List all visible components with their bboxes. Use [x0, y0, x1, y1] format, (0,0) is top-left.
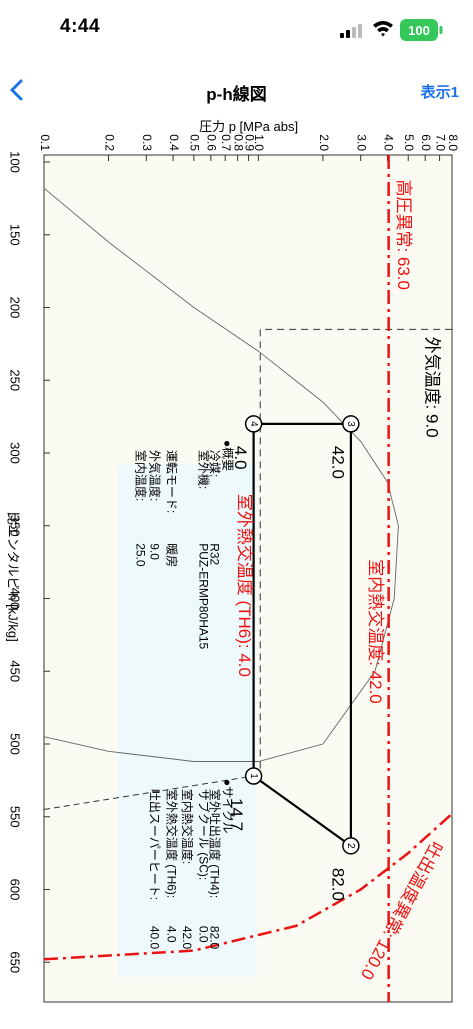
subcool-extension-line — [43, 775, 254, 810]
overview-value: R32 — [208, 543, 222, 565]
cycle-point-number: 2 — [345, 843, 356, 849]
cycle-point-number: 3 — [345, 421, 356, 427]
pressure-tick-label: 2.0 — [317, 134, 331, 151]
nav-bar: p-h線図 表示1 — [0, 60, 473, 118]
overview-label: 外気温度: — [148, 450, 163, 501]
pressure-tick-label: 4.0 — [381, 134, 395, 151]
back-button[interactable] — [4, 76, 32, 104]
cycle-info-label: 室外吐出温度 (TH4): — [208, 789, 223, 898]
pressure-tick-label: 0.6 — [205, 134, 219, 151]
overview-label: 室内温度: — [134, 450, 149, 501]
enthalpy-tick-label: 500 — [8, 733, 23, 755]
battery-icon: 100 — [400, 19, 444, 46]
overview-value: 9.0 — [148, 543, 162, 560]
enthalpy-tick-label: 250 — [8, 369, 23, 391]
cycle-point-number: 1 — [248, 773, 259, 779]
cycle-point-temp: 82.0 — [328, 868, 347, 901]
overview-title: ●概要 — [220, 440, 234, 471]
enthalpy-tick-label: 100 — [8, 151, 23, 173]
pressure-tick-label: 0.7 — [219, 134, 233, 151]
cycle-info-value: 40.0 — [148, 926, 162, 950]
status-bar: 4:44 100 — [0, 0, 473, 60]
pressure-tick-label: 0.3 — [140, 134, 154, 151]
cycle-point-marker — [244, 415, 263, 433]
overview-value: PUZ-ERMP80HA15 — [197, 543, 211, 649]
pressure-tick-label: 1.0 — [252, 134, 266, 151]
overview-label: 冷媒: — [208, 450, 222, 477]
pressure-tick-label: 0.2 — [102, 134, 116, 151]
cycle-info-label: 室内熱交温度: — [180, 789, 195, 864]
enthalpy-tick-label: 450 — [8, 660, 23, 682]
info-panel-background — [117, 464, 257, 977]
pressure-tick-label: 0.9 — [242, 134, 256, 151]
chevron-left-icon — [10, 79, 23, 101]
cycle-info-value: 0.0 — [197, 926, 211, 943]
saturation-dome-curve — [43, 187, 399, 762]
pressure-tick-label: 0.1 — [38, 134, 52, 151]
status-time: 4:44 — [60, 16, 101, 37]
enthalpy-tick-label: 150 — [8, 224, 23, 246]
cycle-point-marker — [342, 837, 360, 855]
wifi-icon — [372, 19, 394, 42]
outdoor-hex-temp-label: 室外熱交温度 (TH6): 4.0 — [235, 494, 254, 677]
overview-label: 運転モード: — [165, 450, 179, 513]
cycle-title: ●サイクル — [220, 779, 234, 834]
cycle-info-label: 吐出スーパーヒート: — [148, 789, 162, 900]
overview-value: 25.0 — [134, 543, 148, 567]
indoor-hex-temp-label: 室内熱交温度: 42.0 — [366, 559, 385, 704]
enthalpy-tick-label: 350 — [8, 515, 23, 537]
enthalpy-tick-label: 600 — [8, 879, 23, 901]
pressure-tick-label: 3.0 — [355, 134, 369, 151]
high-pressure-limit-label: 高圧異常: 63.0 — [394, 179, 413, 290]
pressure-tick-label: 0.8 — [231, 134, 245, 151]
pressure-axis-label: 圧力 p [MPa abs] — [199, 119, 298, 134]
display-1-button[interactable]: 表示1 — [420, 84, 459, 101]
pressure-tick-label: 0.4 — [167, 134, 181, 151]
cellular-signal-icon — [340, 24, 362, 43]
cycle-info-value: 82.0 — [208, 926, 222, 950]
enthalpy-tick-label: 200 — [8, 297, 23, 319]
pressure-tick-label: 6.0 — [419, 134, 433, 151]
pressure-tick-label: 5.0 — [402, 134, 416, 151]
enthalpy-tick-label: 300 — [8, 442, 23, 464]
discharge-temp-limit-curve — [43, 812, 453, 961]
cycle-point-marker — [342, 415, 360, 433]
cycle-point-number: 4 — [248, 421, 259, 427]
cycle-info-label: サブクール (SC): — [197, 789, 212, 880]
enthalpy-tick-label: 650 — [8, 951, 23, 973]
enthalpy-tick-label: 550 — [8, 806, 23, 828]
pressure-tick-label: 8.0 — [446, 134, 460, 151]
outdoor-temp-label: 外気温度: 9.0 — [423, 337, 442, 438]
pressure-tick-label: 7.0 — [433, 134, 447, 151]
cycle-point-marker — [244, 767, 263, 785]
cycle-info-value: 4.0 — [165, 926, 179, 943]
page-title: p-h線図 — [206, 85, 267, 104]
cycle-point-temp: 4.0 — [231, 446, 250, 470]
pressure-tick-label: 0.5 — [188, 134, 202, 151]
enthalpy-tick-label: 400 — [8, 588, 23, 610]
overview-label: 室外機: — [197, 450, 212, 489]
cycle-point-temp: 42.0 — [328, 446, 347, 479]
cycle-info-label: 室外熱交温度 (TH6): — [165, 789, 180, 898]
battery-level: 100 — [408, 23, 430, 38]
cycle-info-value: 42.0 — [180, 926, 194, 950]
cycle-point-temp: 14.7 — [227, 798, 246, 831]
enthalpy-axis-label: 比エンタルピ h [kJ/kg] — [6, 512, 21, 642]
overview-value: 暖房 — [165, 543, 180, 567]
